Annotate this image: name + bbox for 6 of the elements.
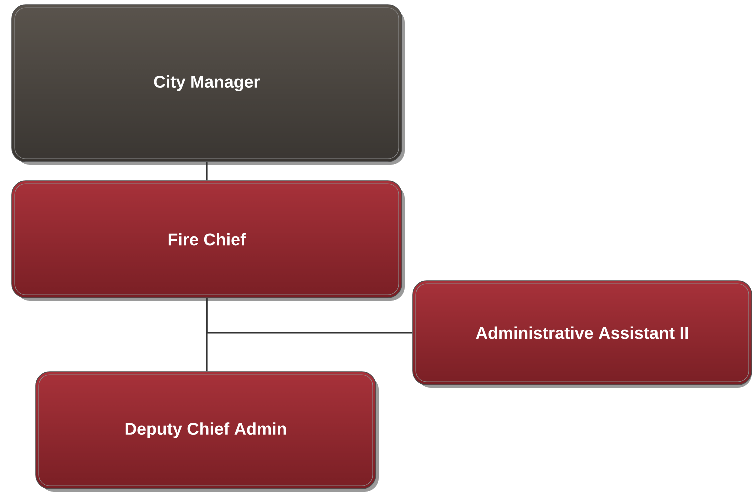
org-box: Fire Chief (12, 180, 405, 301)
connector-line (206, 162, 208, 181)
org-box: Deputy Chief Admin (36, 372, 379, 492)
org-box: City Manager (12, 4, 405, 165)
connector-line (206, 298, 208, 372)
org-box: Administrative Assistant II (412, 280, 752, 388)
